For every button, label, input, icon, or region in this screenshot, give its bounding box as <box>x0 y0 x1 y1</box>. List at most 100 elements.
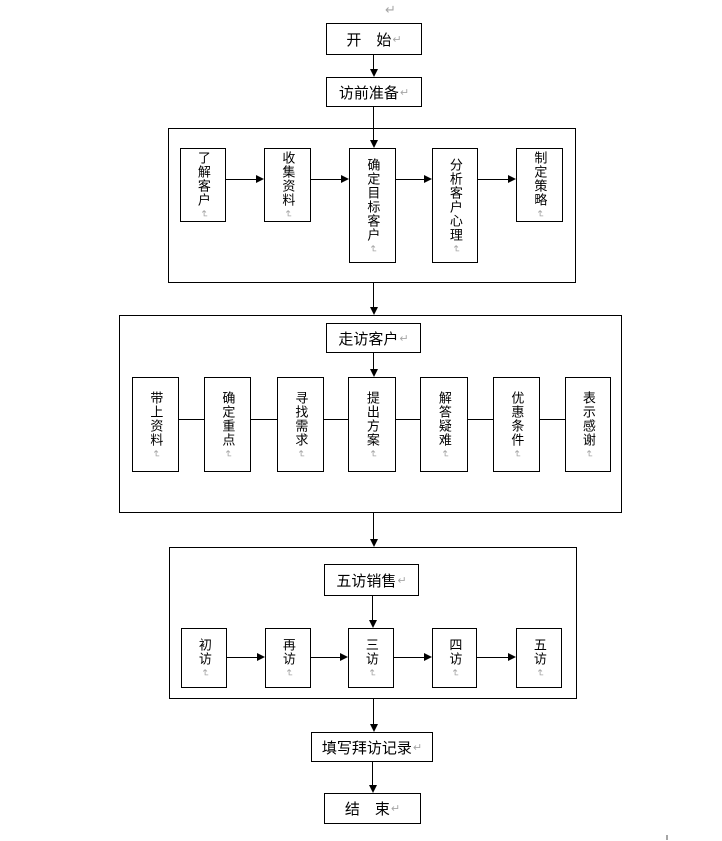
step-label: 了解客户 <box>195 151 211 207</box>
stage1-step-box[interactable]: 确定目标客户 ↵ <box>349 148 396 263</box>
stage2-step-box[interactable]: 寻找需求 ↵ <box>277 377 324 472</box>
five-visit-sales-box[interactable]: 五访销售↵ <box>324 564 419 596</box>
step-label: 五访 <box>531 638 547 666</box>
start-label: 开 始 <box>346 31 392 49</box>
connector-line <box>251 419 277 420</box>
return-mark: ↵ <box>150 449 162 458</box>
five-visit-sales-label: 五访销售 <box>336 572 397 590</box>
return-mark: ↵ <box>438 449 450 458</box>
connector-line <box>179 419 204 420</box>
step-label: 收集资料 <box>280 151 296 207</box>
return-mark: ↵ <box>534 209 546 219</box>
stage1-step-box[interactable]: 制定策略 ↵ <box>516 148 563 222</box>
step-label: 确定目标客户 <box>365 157 381 242</box>
return-mark: ↵ <box>582 449 594 458</box>
connector-line <box>477 657 508 658</box>
arrow-right-icon <box>508 653 516 661</box>
step-label: 寻找需求 <box>293 390 309 447</box>
pre-visit-box[interactable]: 访前准备↵ <box>326 77 422 107</box>
step-label: 带上资料 <box>148 390 164 447</box>
return-mark: ↵ <box>399 332 409 345</box>
return-mark: ↵ <box>366 449 378 458</box>
stage1-step-box[interactable]: 收集资料 ↵ <box>264 148 311 222</box>
connector-line <box>396 179 424 180</box>
connector-line <box>373 283 374 307</box>
connector-line <box>311 657 340 658</box>
step-label: 初访 <box>196 638 212 666</box>
return-mark: ↵ <box>397 574 407 587</box>
return-mark: ↵ <box>365 668 377 678</box>
connector-line <box>226 179 256 180</box>
stage3-step-box[interactable]: 初访 ↵ <box>181 628 227 688</box>
step-label: 再访 <box>280 638 296 666</box>
start-box[interactable]: 开 始↵ <box>326 23 422 55</box>
return-mark: ↵ <box>390 803 401 815</box>
arrow-down-icon <box>370 369 378 377</box>
return-mark: ↵ <box>399 86 410 99</box>
arrow-right-icon <box>340 653 348 661</box>
arrow-right-icon <box>508 175 516 183</box>
connector-line <box>324 419 348 420</box>
stage2-step-box[interactable]: 表示感谢 ↵ <box>565 377 611 472</box>
stage2-step-box[interactable]: 确定重点 ↵ <box>204 377 251 472</box>
stage1-step-box[interactable]: 了解客户 ↵ <box>180 148 226 222</box>
stray-mark <box>666 835 668 840</box>
connector-line <box>373 513 374 539</box>
stage2-step-box[interactable]: 优惠条件 ↵ <box>493 377 540 472</box>
return-mark: ↵ <box>449 668 461 678</box>
stage3-step-box[interactable]: 四访 ↵ <box>432 628 477 688</box>
step-label: 三访 <box>363 638 379 666</box>
step-label: 表示感谢 <box>580 390 596 447</box>
connector-line <box>373 699 374 724</box>
connector-line <box>227 657 257 658</box>
connector-line <box>540 419 565 420</box>
connector-line <box>394 657 424 658</box>
return-mark: ↵ <box>197 209 209 219</box>
arrow-right-icon <box>341 175 349 183</box>
step-label: 四访 <box>447 638 463 666</box>
stage3-step-box[interactable]: 三访 ↵ <box>348 628 394 688</box>
stage3-step-box[interactable]: 再访 ↵ <box>265 628 311 688</box>
arrow-down-icon <box>370 539 378 547</box>
connector-line <box>478 179 508 180</box>
stage2-step-box[interactable]: 解答疑难 ↵ <box>420 377 468 472</box>
visit-customer-label: 走访客户 <box>338 330 399 348</box>
arrow-right-icon <box>424 653 432 661</box>
return-mark: ↵ <box>412 741 423 754</box>
arrow-down-icon <box>370 140 378 148</box>
return-mark: ↵ <box>449 244 461 253</box>
end-box[interactable]: 结 束↵ <box>324 793 421 824</box>
stage3-step-box[interactable]: 五访 ↵ <box>516 628 562 688</box>
arrow-down-icon <box>369 620 377 628</box>
stage2-step-box[interactable]: 带上资料 ↵ <box>132 377 179 472</box>
return-mark: ↵ <box>282 668 294 678</box>
return-mark: ↵ <box>222 449 234 458</box>
record-label: 填写拜访记录 <box>321 739 412 757</box>
stage1-step-box[interactable]: 分析客户心理 ↵ <box>432 148 478 263</box>
stage2-step-box[interactable]: 提出方案 ↵ <box>348 377 396 472</box>
connector-line <box>372 596 373 620</box>
arrow-down-icon <box>370 307 378 315</box>
step-label: 确定重点 <box>220 390 236 447</box>
connector-line <box>468 419 493 420</box>
return-mark: ↵ <box>282 209 294 219</box>
end-label: 结 束 <box>344 801 390 818</box>
visit-customer-box[interactable]: 走访客户↵ <box>326 323 421 353</box>
arrow-right-icon <box>257 653 265 661</box>
return-mark: ↵ <box>367 244 379 253</box>
connector-line <box>372 762 373 785</box>
arrow-down-icon <box>370 69 378 77</box>
connector-line <box>373 107 374 140</box>
return-mark: ↵ <box>511 449 523 458</box>
arrow-right-icon <box>424 175 432 183</box>
step-label: 分析客户心理 <box>447 157 463 242</box>
return-mark: ↵ <box>295 449 307 458</box>
paragraph-mark: ↵ <box>385 2 396 17</box>
step-label: 解答疑难 <box>436 390 452 447</box>
record-box[interactable]: 填写拜访记录↵ <box>311 732 433 762</box>
step-label: 制定策略 <box>532 151 548 207</box>
connector-line <box>373 55 374 69</box>
connector-line <box>396 419 420 420</box>
return-mark: ↵ <box>533 668 545 678</box>
